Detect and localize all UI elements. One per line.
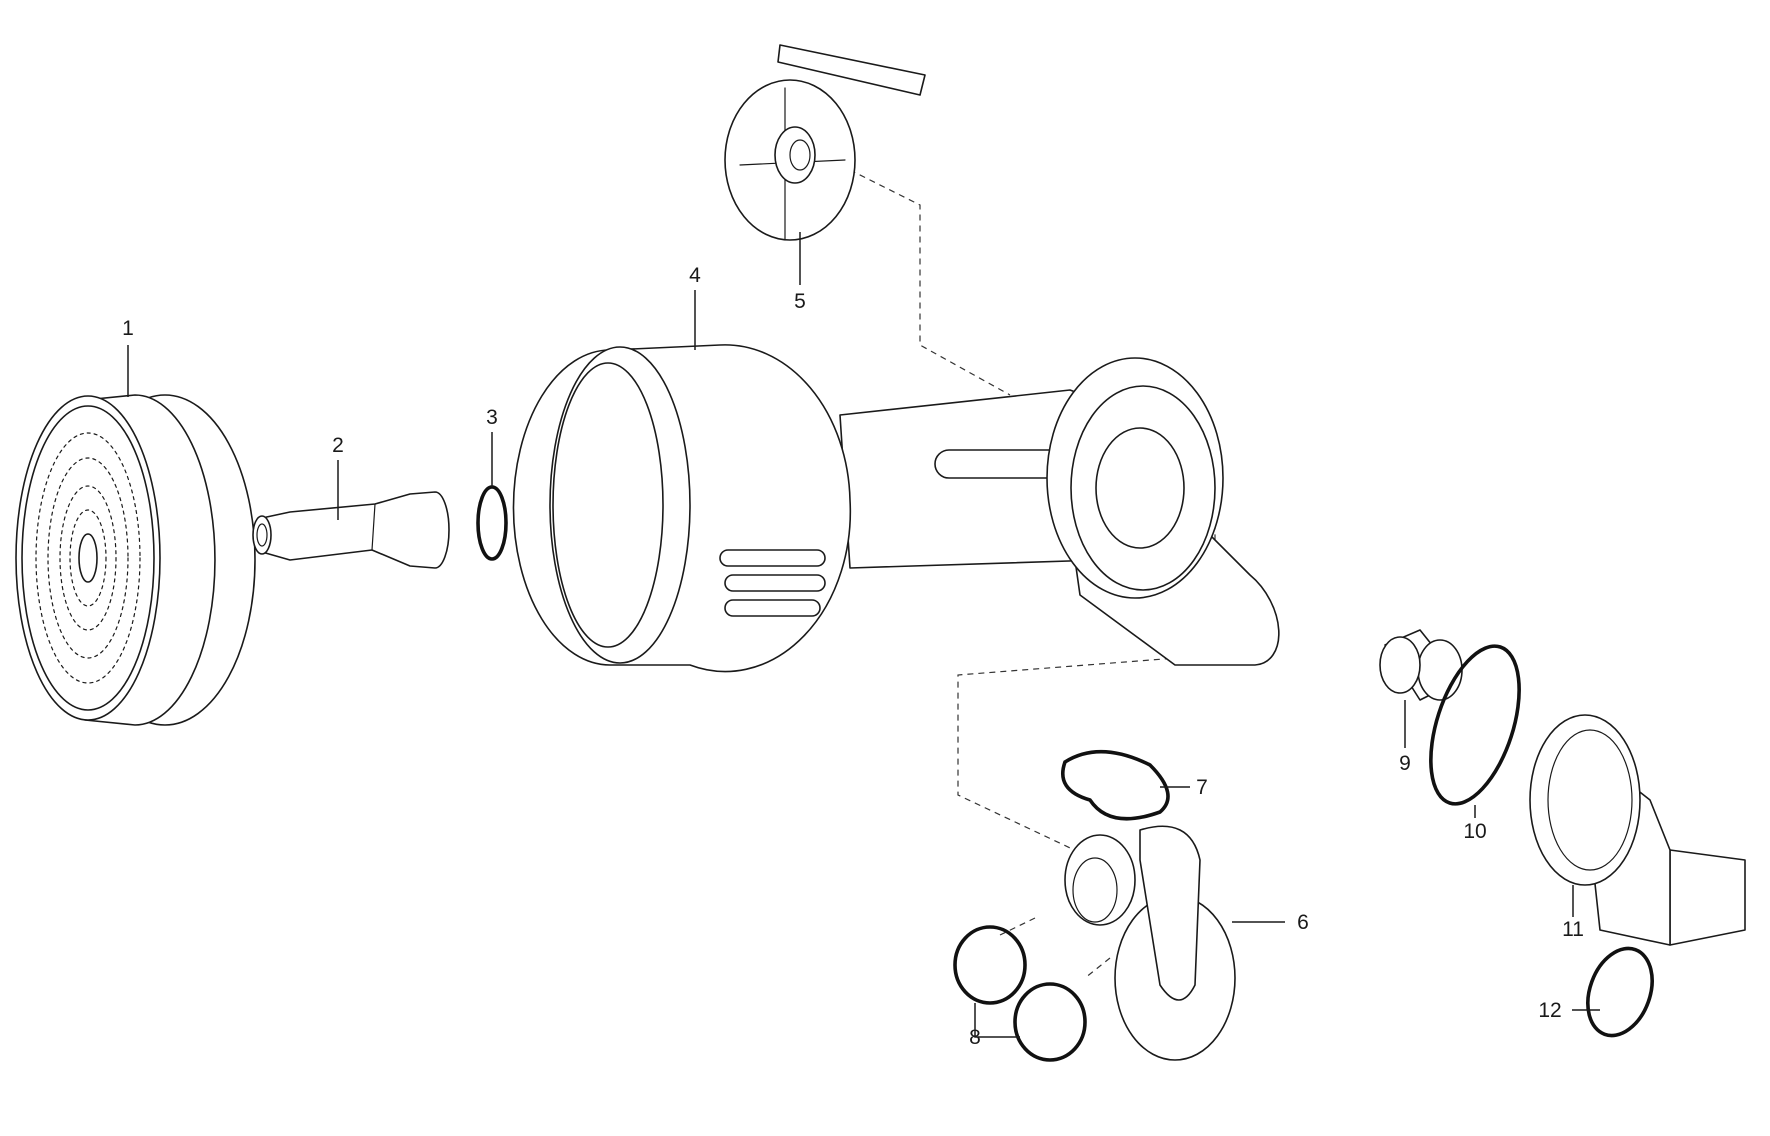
part-5-clip-bracket (724, 44, 926, 241)
part-11-hose-connector (1529, 714, 1746, 946)
leader-lines (127, 232, 1600, 1038)
callout-9: 9 (1399, 752, 1411, 775)
part-12-o-ring (1586, 946, 1654, 1038)
part-3-o-ring (476, 485, 508, 561)
part-4-main-body (512, 344, 1280, 673)
part-8-o-rings (953, 925, 1087, 1062)
callout-7: 7 (1196, 776, 1208, 799)
part-6-valve-lever (1064, 825, 1236, 1061)
callout-12: 12 (1538, 999, 1561, 1022)
callout-4: 4 (689, 264, 701, 287)
part-10-large-o-ring (1429, 644, 1521, 806)
part-2-nozzle-insert (252, 491, 450, 569)
callout-6: 6 (1297, 911, 1309, 934)
callout-10: 10 (1463, 820, 1486, 843)
part-9-insert (1379, 629, 1463, 701)
part-7-shaped-seal (1061, 749, 1170, 821)
callout-5: 5 (794, 290, 806, 313)
part-1-spray-head (15, 394, 256, 726)
callout-labels: 1 2 3 4 5 6 7 8 9 10 11 12 (122, 264, 1584, 1049)
callout-8: 8 (969, 1026, 981, 1049)
callout-11: 11 (1562, 918, 1584, 941)
callout-1: 1 (122, 317, 134, 340)
callout-3: 3 (486, 406, 498, 429)
callout-2: 2 (332, 434, 344, 457)
